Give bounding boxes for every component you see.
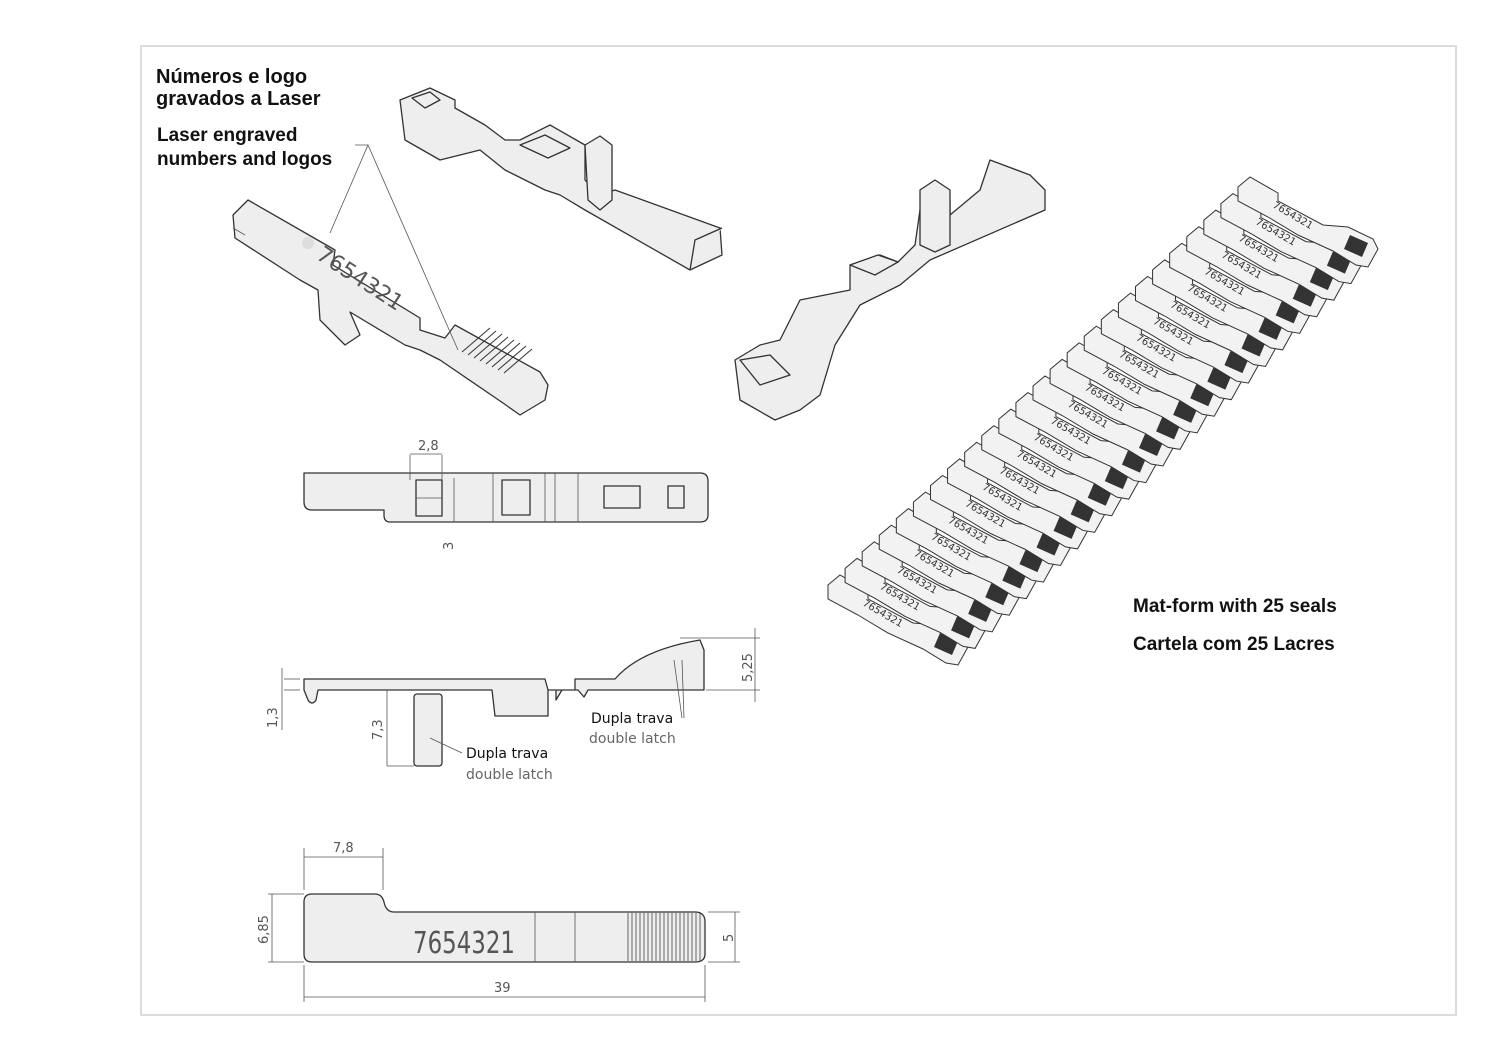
laser-title-pt-line2: gravados a Laser [156,88,321,110]
laser-title-en-line1: Laser engraved [157,125,298,146]
dim-slot-offset: 3 [442,542,457,550]
laser-title-pt: Números e logo gravados a Laser [156,66,321,110]
drawing-border [140,45,1457,1016]
iso-seal-bottom [734,159,1046,421]
mat-label-en: Mat-form with 25 seals [1133,596,1337,617]
iso-seal-top [399,87,723,271]
dim-latch-height: 7,3 [371,719,386,740]
logo-mark [302,237,314,249]
head-latch-callout-pt: Dupla trava [591,711,673,727]
dim-tab-length: 7,8 [333,841,354,856]
front-view: 7654321 7,8 6,85 5 39 [257,841,740,1002]
latch-callout-en: double latch [466,767,553,783]
dim-slot-width: 2,8 [418,439,439,454]
iso-seal-engraved: 7654321 [232,199,549,416]
head-latch-callout-en: double latch [589,731,676,747]
dim-body-width: 5 [722,934,737,942]
dim-overall-length: 39 [494,981,511,996]
engraved-number-front: 7654321 [413,926,515,961]
dim-flange-thickness: 1,3 [266,707,281,728]
mat-label-pt: Cartela com 25 Lacres [1133,634,1335,655]
dim-overall-width: 6,85 [257,915,272,944]
laser-title-pt-line1: Números e logo [156,66,308,88]
laser-leader-lines [329,144,459,351]
mat-form: 7654321765432176543217654321765432176543… [827,176,1379,666]
latch-callout-pt: Dupla trava [466,746,548,762]
side-view: 1,3 7,3 5,25 Dupla trava double latch Du… [266,628,760,783]
mat-seal: 7654321 [1186,226,1328,318]
laser-title-en: Laser engraved numbers and logos [157,124,332,172]
top-view: 2,8 3 [303,439,709,550]
laser-title-en-line2: numbers and logos [157,149,333,170]
dim-head-height: 5,25 [741,653,756,682]
